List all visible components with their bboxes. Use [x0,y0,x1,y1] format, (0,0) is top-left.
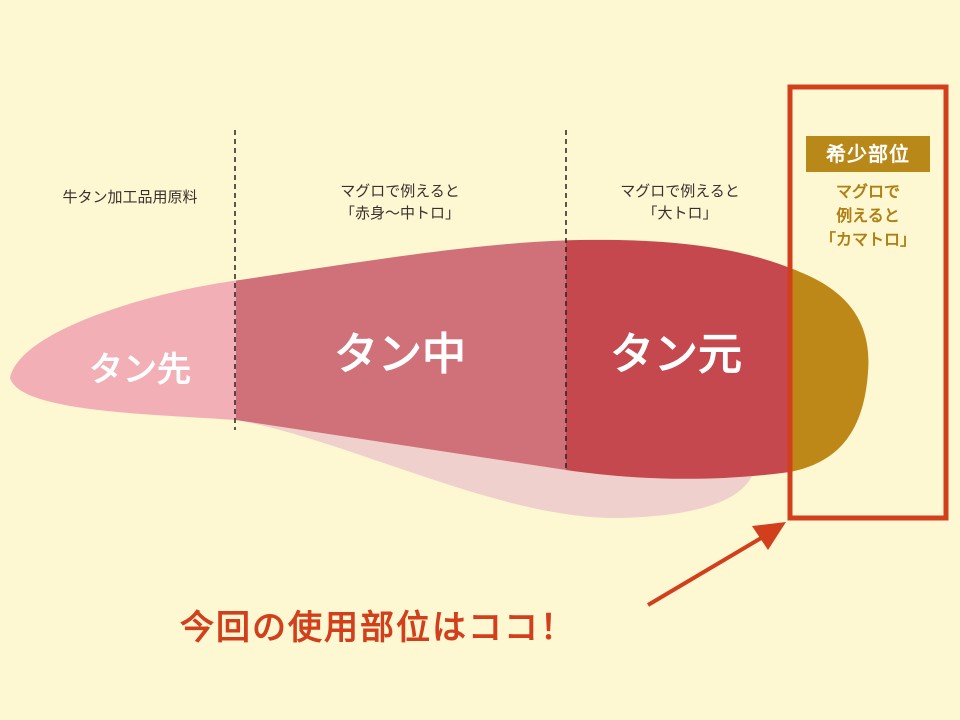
middle-label: タン中 [334,329,466,380]
rare-badge: 希少部位 [806,136,930,172]
callout-arrow [646,532,770,607]
rare-caption: マグロで 例えると 「カマトロ」 [819,182,916,249]
tip-label: タン先 [89,350,191,390]
callout-text: 今回の使用部位はココ！ [180,608,576,648]
arrow-head-icon [752,522,786,550]
middle-caption: マグロで例えると 「赤身〜中トロ」 [339,182,460,222]
root-caption: マグロで例えると 「大トロ」 [620,182,740,222]
highlight-box [787,84,949,521]
tongue-underside [236,420,752,519]
tip-caption: 牛タン加工品用原料 [62,188,198,206]
root-label: タン元 [610,329,742,380]
